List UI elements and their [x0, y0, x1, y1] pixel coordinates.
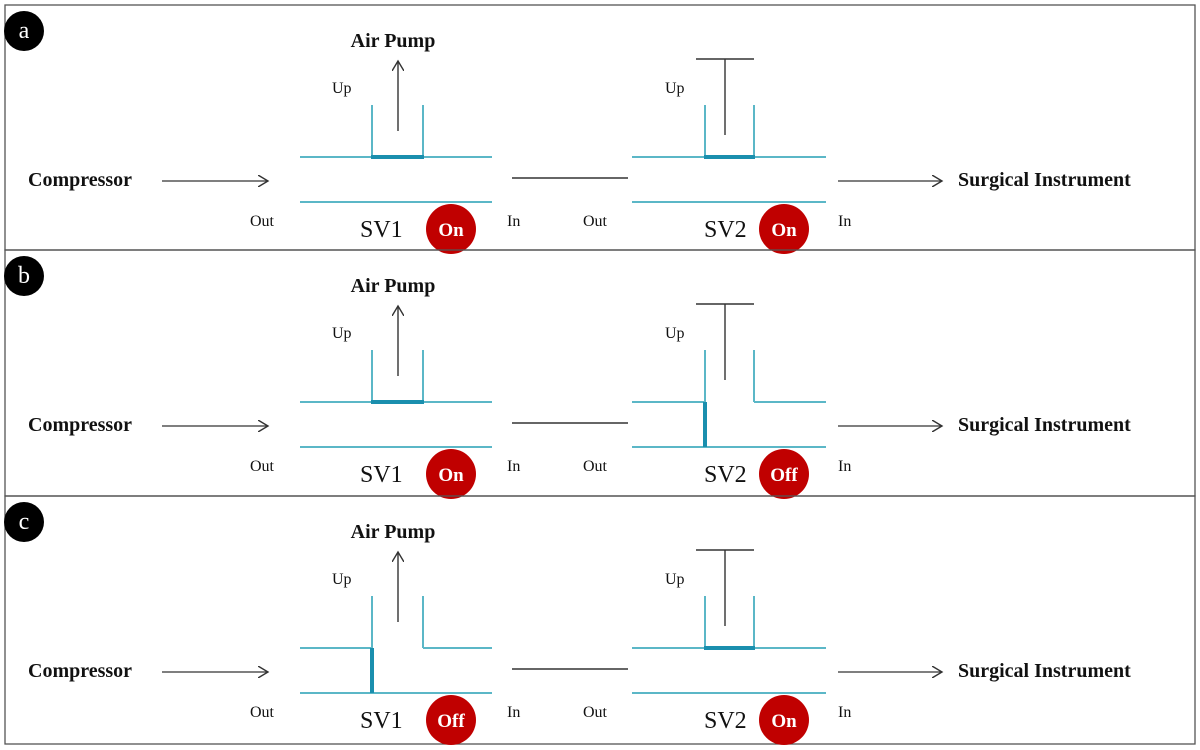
panel-letter: c	[19, 509, 30, 535]
sv1-label: SV1	[360, 708, 403, 734]
sv1-state-badge	[426, 449, 476, 499]
sv2-label: SV2	[704, 462, 747, 488]
compressor-label: Compressor	[28, 660, 132, 682]
panel-letter-badge	[4, 11, 44, 51]
panel-letter-badge	[4, 256, 44, 296]
sv1-out-label: Out	[250, 213, 275, 230]
sv1-out-label: Out	[250, 458, 275, 475]
sv2-state-badge	[759, 449, 809, 499]
sv2-state-badge	[759, 204, 809, 254]
surgical-instrument-label: Surgical Instrument	[958, 414, 1131, 436]
sv2-state-text: Off	[770, 465, 798, 486]
sv2-state-text: On	[771, 220, 797, 241]
sv2-in-label: In	[838, 458, 851, 475]
sv1-up-label: Up	[332, 325, 352, 342]
air-pump-label: Air Pump	[351, 275, 436, 297]
sv1-in-label: In	[507, 704, 520, 721]
sv1-in-label: In	[507, 458, 520, 475]
sv1-state-text: On	[438, 220, 464, 241]
sv1-up-label: Up	[332, 80, 352, 97]
sv2-in-label: In	[838, 213, 851, 230]
sv1-label: SV1	[360, 462, 403, 488]
compressor-label: Compressor	[28, 414, 132, 436]
panel-letter: a	[19, 18, 30, 44]
sv2-out-label: Out	[583, 458, 608, 475]
panel-letter: b	[18, 263, 30, 289]
sv1-up-label: Up	[332, 571, 352, 588]
air-pump-label: Air Pump	[351, 521, 436, 543]
sv2-up-label: Up	[665, 571, 685, 588]
panel-border	[4, 495, 1196, 745]
surgical-instrument-label: Surgical Instrument	[958, 169, 1131, 191]
sv2-state-badge	[759, 695, 809, 745]
sv1-state-badge	[426, 204, 476, 254]
sv2-label: SV2	[704, 708, 747, 734]
surgical-instrument-label: Surgical Instrument	[958, 660, 1131, 682]
sv2-state-text: On	[771, 711, 797, 732]
sv1-in-label: In	[507, 213, 520, 230]
sv2-up-label: Up	[665, 325, 685, 342]
sv1-state-text: Off	[437, 711, 465, 732]
sv1-state-badge	[426, 695, 476, 745]
sv1-state-text: On	[438, 465, 464, 486]
sv1-out-label: Out	[250, 704, 275, 721]
panel-letter-badge	[4, 502, 44, 542]
air-pump-label: Air Pump	[351, 30, 436, 52]
sv2-up-label: Up	[665, 80, 685, 97]
sv2-label: SV2	[704, 217, 747, 243]
sv2-out-label: Out	[583, 213, 608, 230]
sv1-label: SV1	[360, 217, 403, 243]
compressor-label: Compressor	[28, 169, 132, 191]
sv2-in-label: In	[838, 704, 851, 721]
sv2-out-label: Out	[583, 704, 608, 721]
